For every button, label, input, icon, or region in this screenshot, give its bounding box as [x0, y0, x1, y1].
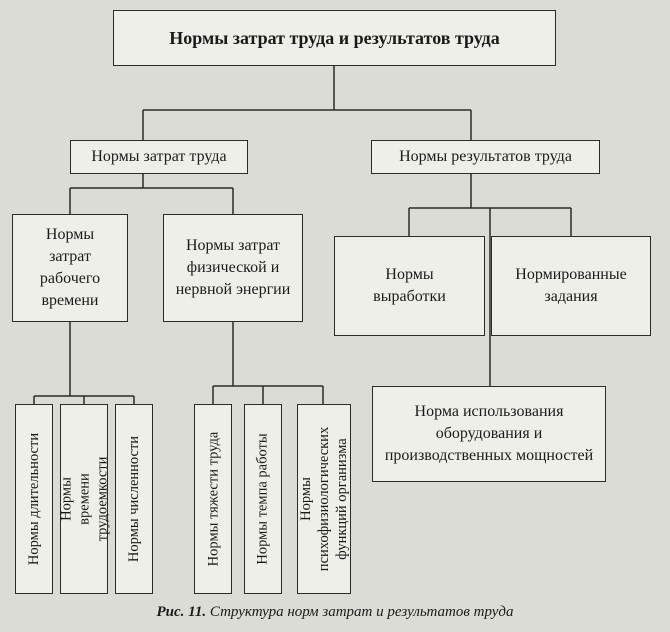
leaf-severity-label: Нормы тяжести труда — [205, 431, 221, 567]
equipment-box: Норма использования оборудования и произ… — [372, 386, 606, 482]
leaf-pace-label: Нормы темпа работы — [255, 433, 272, 565]
leaf-severity: Нормы тяжести труда — [194, 404, 232, 594]
results-title: Нормы результатов труда — [399, 148, 572, 165]
tasks-box: Нормированные задания — [491, 236, 651, 336]
caption-label: Рис. 11. — [156, 604, 207, 620]
results-box: Нормы результатов труда — [371, 140, 600, 174]
tasks-label: Нормированные задания — [515, 266, 627, 305]
working-time-box: Нормы затрат рабочего времени — [12, 214, 128, 322]
leaf-psychophysiology-label: Нормы психофизиологических функций орган… — [298, 426, 350, 572]
output-label: Нормы выработки — [373, 266, 446, 305]
leaf-pace: Нормы темпа работы — [244, 404, 282, 594]
costs-title: Нормы затрат труда — [91, 148, 227, 165]
leaf-labor-time-label: Нормы времени трудоемкости — [58, 456, 110, 542]
leaf-psychophysiology: Нормы психофизиологических функций орган… — [297, 404, 351, 594]
leaf-headcount-label: Нормы численности — [126, 435, 142, 563]
costs-box: Нормы затрат труда — [70, 140, 248, 174]
leaf-headcount: Нормы численности — [115, 404, 153, 594]
leaf-labor-time: Нормы времени трудоемкости — [58, 404, 110, 594]
root-title: Нормы затрат труда и результатов труда — [169, 28, 500, 48]
physical-nervous-box: Нормы затрат физической и нервной энерги… — [163, 214, 303, 322]
root-box: Нормы затрат труда и результатов труда — [113, 10, 556, 66]
leaf-duration-label: Нормы длительности — [26, 432, 43, 566]
equipment-label: Норма использования оборудования и произ… — [384, 403, 594, 464]
working-time-label: Нормы затрат рабочего времени — [39, 226, 101, 309]
leaf-duration: Нормы длительности — [15, 404, 53, 594]
output-box: Нормы выработки — [334, 236, 485, 336]
figure-caption: Рис. 11. Структура норм затрат и результ… — [0, 604, 670, 621]
caption-text: Структура норм затрат и результатов труд… — [209, 604, 514, 620]
physical-nervous-label: Нормы затрат физической и нервной энерги… — [175, 237, 291, 298]
